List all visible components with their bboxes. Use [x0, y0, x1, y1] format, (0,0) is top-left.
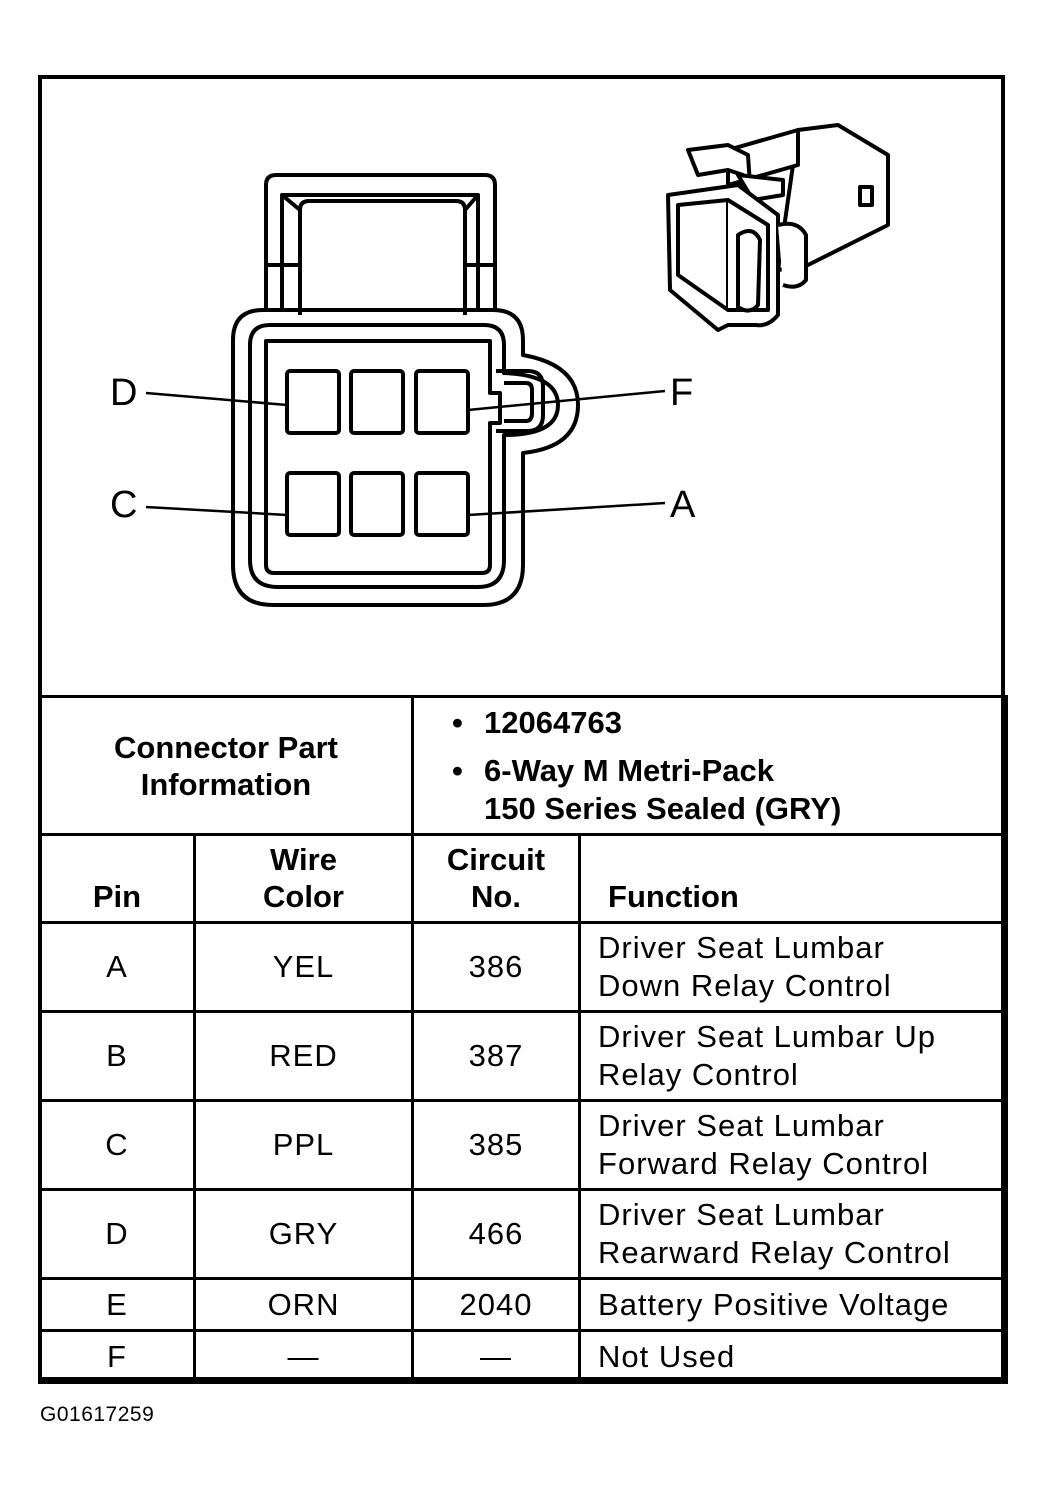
circuit-cell: —	[411, 1329, 582, 1384]
part-description-item: • 6-Way M Metri-Pack 150 Series Sealed (…	[452, 752, 1005, 828]
connector-face-view	[231, 173, 580, 607]
pin-label-d: D	[110, 372, 137, 414]
circuit-cell: 466	[411, 1188, 582, 1280]
part-info-label-line2: Information	[140, 766, 312, 802]
function-line1: Driver Seat Lumbar	[598, 1108, 885, 1143]
wire-color-cell: GRY	[192, 1188, 415, 1280]
circuit-cell: 387	[411, 1010, 582, 1102]
function-line1: Driver Seat Lumbar	[598, 930, 885, 965]
part-info-label-line1: Connector Part	[114, 729, 338, 765]
pin-cell: D	[38, 1188, 196, 1280]
circuit-cell: 2040	[411, 1277, 582, 1332]
part-number: 12064763	[484, 704, 622, 740]
pin-callouts	[145, 389, 666, 517]
part-description-line1: 6-Way M Metri-Pack	[484, 752, 775, 788]
header-wire-color-line2: Color	[263, 879, 344, 914]
table-row: D GRY 466 Driver Seat Lumbar Rearward Re…	[38, 1188, 1009, 1280]
function-cell: Driver Seat Lumbar Forward Relay Control	[578, 1099, 1009, 1191]
wire-color-cell: YEL	[192, 921, 415, 1013]
function-line2: Forward Relay Control	[598, 1146, 930, 1181]
connector-info-table: Connector Part Information • 12064763 • …	[37, 695, 1009, 1384]
header-wire-color-line1: Wire	[270, 842, 337, 877]
bullet-icon: •	[452, 752, 463, 788]
connector-diagram: D C F A	[110, 123, 890, 607]
function-cell: Not Used	[578, 1329, 1009, 1384]
table-row: A YEL 386 Driver Seat Lumbar Down Relay …	[38, 921, 1009, 1013]
header-wire-color: Wire Color	[192, 833, 415, 924]
wire-color-cell: PPL	[192, 1099, 415, 1191]
part-number-item: • 12064763	[452, 704, 1005, 742]
header-circuit-line1: Circuit	[446, 842, 546, 877]
pin-cell: A	[38, 921, 196, 1013]
circuit-cell: 385	[411, 1099, 582, 1191]
connector-3d-view	[666, 123, 890, 332]
function-cell: Driver Seat Lumbar Rearward Relay Contro…	[578, 1188, 1009, 1280]
pin-cell: B	[38, 1010, 196, 1102]
function-line2: Relay Control	[598, 1057, 799, 1092]
table-row: F — — Not Used	[38, 1329, 1009, 1384]
header-circuit-line2: No.	[471, 879, 521, 914]
header-function: Function	[578, 833, 1009, 924]
table-row: C PPL 385 Driver Seat Lumbar Forward Rel…	[38, 1099, 1009, 1191]
function-line2: Down Relay Control	[598, 968, 892, 1003]
wire-color-cell: RED	[192, 1010, 415, 1102]
wire-color-cell: ORN	[192, 1277, 415, 1332]
function-line1: Driver Seat Lumbar	[598, 1197, 885, 1232]
wire-color-cell: —	[192, 1329, 415, 1384]
function-cell: Driver Seat Lumbar Up Relay Control	[578, 1010, 1009, 1102]
bullet-icon: •	[452, 704, 463, 740]
part-description-line2: 150 Series Sealed (GRY)	[484, 790, 842, 826]
column-header-row: Pin Wire Color Circuit No. Function	[38, 833, 1009, 924]
table-row: E ORN 2040 Battery Positive Voltage	[38, 1277, 1009, 1332]
pin-label-a: A	[670, 484, 696, 526]
function-line2: Rearward Relay Control	[598, 1235, 951, 1270]
table-row: B RED 387 Driver Seat Lumbar Up Relay Co…	[38, 1010, 1009, 1102]
pin-cell: C	[38, 1099, 196, 1191]
part-info-row: Connector Part Information • 12064763 • …	[37, 695, 1009, 836]
part-info-label: Connector Part Information	[37, 695, 415, 836]
pin-cell: E	[38, 1277, 196, 1332]
pin-label-f: F	[670, 372, 693, 414]
pin-label-c: C	[110, 484, 137, 526]
circuit-cell: 386	[411, 921, 582, 1013]
header-pin: Pin	[38, 833, 196, 924]
header-circuit: Circuit No.	[411, 833, 582, 924]
part-info-values: • 12064763 • 6-Way M Metri-Pack 150 Seri…	[411, 695, 1009, 836]
function-cell: Driver Seat Lumbar Down Relay Control	[578, 921, 1009, 1013]
function-cell: Battery Positive Voltage	[578, 1277, 1009, 1332]
function-line1: Driver Seat Lumbar Up	[598, 1019, 937, 1054]
pin-cell: F	[38, 1329, 196, 1384]
figure-id: G01617259	[40, 1403, 155, 1426]
